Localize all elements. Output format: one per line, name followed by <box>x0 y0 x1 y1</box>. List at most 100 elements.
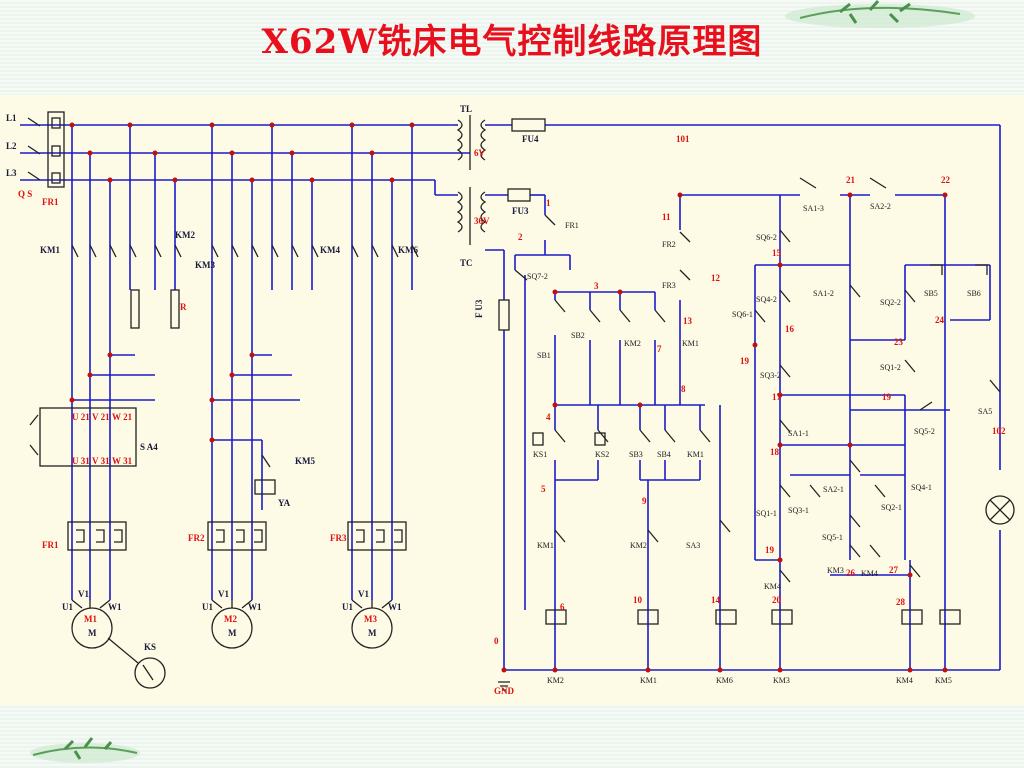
label-W21: W 21 <box>112 412 133 422</box>
label-W31: W 31 <box>112 456 133 466</box>
label-U31: U 31 <box>72 456 90 466</box>
leaf-decoration-top <box>785 0 975 28</box>
label-SQ1-1: SQ1-1 <box>756 509 777 518</box>
label-FU4: FU4 <box>522 134 539 144</box>
label-KM5: KM5 <box>295 456 315 466</box>
label-SQ6-2: SQ6-2 <box>756 233 777 242</box>
label-GND: GND <box>494 686 515 696</box>
node-22: 22 <box>941 175 951 185</box>
label-36V: 36V <box>474 216 490 226</box>
label-KS: KS <box>144 642 156 652</box>
node-27: 27 <box>889 565 899 575</box>
node-15: 15 <box>772 248 782 258</box>
label-SB5: SB5 <box>924 289 938 298</box>
label-SQ4-2: SQ4-2 <box>756 295 777 304</box>
coil-label-KM6: KM6 <box>716 676 733 685</box>
label-SA1-2: SA1-2 <box>813 289 834 298</box>
label-U1-m3: U1 <box>342 602 353 612</box>
label-KM4-contact: KM4 <box>764 582 781 591</box>
label-SQ5-1: SQ5-1 <box>822 533 843 542</box>
node-17: 17 <box>772 392 782 402</box>
node-4: 4 <box>546 412 551 422</box>
coil-label-KM5: KM5 <box>935 676 952 685</box>
node-11: 11 <box>662 212 671 222</box>
node-19b: 19 <box>882 392 892 402</box>
node-16: 16 <box>785 324 795 334</box>
labels: L1 L2 L3 Q S FR1 KM1 KM2 KM3 KM4 KM6 R S… <box>6 104 1006 696</box>
circuit-diagram: L1 L2 L3 Q S FR1 KM1 KM2 KM3 KM4 KM6 R S… <box>0 95 1024 705</box>
node-23: 23 <box>894 337 904 347</box>
label-FU3-vertical: F U3 <box>474 299 484 318</box>
junction-dots <box>69 122 948 673</box>
label-TL: TL <box>460 104 472 114</box>
node-26: 26 <box>846 568 856 578</box>
label-KS2: KS2 <box>595 450 609 459</box>
label-KM1-aux: KM1 <box>537 541 554 550</box>
label-SQ3-2: SQ3-2 <box>760 371 781 380</box>
label-U1-m2: U1 <box>202 602 213 612</box>
label-V31: V 31 <box>92 456 110 466</box>
label-KM2: KM2 <box>175 230 195 240</box>
label-M3-type: M <box>368 628 377 638</box>
coil-label-KM4: KM4 <box>896 676 913 685</box>
label-U1-m1: U1 <box>62 602 73 612</box>
label-SA2-1: SA2-1 <box>823 485 844 494</box>
node-21: 21 <box>846 175 856 185</box>
node-13: 13 <box>683 316 693 326</box>
label-KM1-contact: KM1 <box>682 339 699 348</box>
node-28: 28 <box>896 597 906 607</box>
leaf-decoration-bottom <box>30 737 140 763</box>
schematic: L1 L2 L3 Q S FR1 KM1 KM2 KM3 KM4 KM6 R S… <box>6 104 1015 696</box>
node-6: 6 <box>560 602 565 612</box>
label-M2-type: M <box>228 628 237 638</box>
label-SB6: SB6 <box>967 289 981 298</box>
label-KM1-interlock: KM1 <box>687 450 704 459</box>
label-W1-m3: W1 <box>388 602 402 612</box>
wires <box>20 124 1001 671</box>
node-7: 7 <box>657 344 662 354</box>
label-FR3: FR3 <box>330 533 347 543</box>
label-FR2-contact: FR2 <box>662 240 676 249</box>
node-10: 10 <box>633 595 643 605</box>
node-1: 1 <box>546 198 551 208</box>
label-M3: M3 <box>364 614 377 624</box>
label-QS: Q S <box>18 189 32 199</box>
label-KM6: KM6 <box>398 245 418 255</box>
node-19a: 19 <box>740 356 750 366</box>
label-SA1-3: SA1-3 <box>803 204 824 213</box>
label-L2: L2 <box>6 141 17 151</box>
label-SQ1-2: SQ1-2 <box>880 363 901 372</box>
label-V1-m2: V1 <box>218 589 229 599</box>
node-14: 14 <box>711 595 721 605</box>
label-SQ6-1: SQ6-1 <box>732 310 753 319</box>
label-W1-m1: W1 <box>108 602 122 612</box>
label-SQ3-1: SQ3-1 <box>788 506 809 515</box>
node-2: 2 <box>518 232 523 242</box>
label-TC: TC <box>460 258 473 268</box>
label-R: R <box>180 302 187 312</box>
label-KM3-interlock: KM3 <box>827 566 844 575</box>
label-SA3: SA3 <box>686 541 700 550</box>
label-6V: 6V <box>474 148 486 158</box>
node-19c: 19 <box>765 545 775 555</box>
node-20: 20 <box>772 595 782 605</box>
node-102: 102 <box>992 426 1006 436</box>
label-V21: V 21 <box>92 412 110 422</box>
label-L1: L1 <box>6 113 17 123</box>
node-0: 0 <box>494 636 499 646</box>
label-SB3: SB3 <box>629 450 643 459</box>
label-L3: L3 <box>6 168 17 178</box>
label-V1-m1: V1 <box>78 589 89 599</box>
coil-label-KM1: KM1 <box>640 676 657 685</box>
node-3: 3 <box>594 281 599 291</box>
label-M2: M2 <box>224 614 237 624</box>
label-SB4: SB4 <box>657 450 671 459</box>
label-FR1: FR1 <box>42 197 59 207</box>
coil-label-KM3: KM3 <box>773 676 790 685</box>
label-KM4: KM4 <box>320 245 340 255</box>
label-FR1-contact: FR1 <box>565 221 579 230</box>
label-KS1: KS1 <box>533 450 547 459</box>
label-KM4-interlock: KM4 <box>861 569 878 578</box>
label-SA5: SA5 <box>978 407 992 416</box>
label-KM1: KM1 <box>40 245 60 255</box>
